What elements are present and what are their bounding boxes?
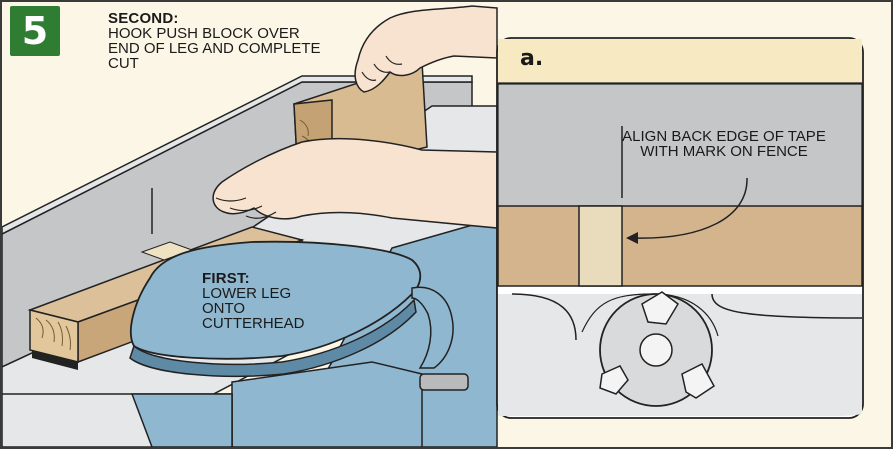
- detail-tape: [579, 206, 622, 286]
- callout-first-heading: FIRST:: [202, 271, 330, 286]
- guard-knob-shaft: [420, 374, 468, 390]
- step-number-badge: 5: [10, 6, 60, 56]
- callout-second-heading: SECOND:: [108, 11, 330, 26]
- detail-header: [498, 39, 862, 83]
- callout-first: FIRST: LOWER LEG ONTO CUTTERHEAD: [202, 271, 330, 331]
- detail-cutterhead-hub: [640, 334, 672, 366]
- detail-label: a.: [520, 46, 543, 71]
- detail-leg: [498, 206, 862, 286]
- callout-second: SECOND: HOOK PUSH BLOCK OVER END OF LEG …: [108, 11, 330, 71]
- callout-first-text: LOWER LEG ONTO CUTTERHEAD: [202, 286, 330, 331]
- callout-second-text: HOOK PUSH BLOCK OVER END OF LEG AND COMP…: [108, 26, 330, 71]
- detail-note: ALIGN BACK EDGE OF TAPE WITH MARK ON FEN…: [614, 129, 834, 159]
